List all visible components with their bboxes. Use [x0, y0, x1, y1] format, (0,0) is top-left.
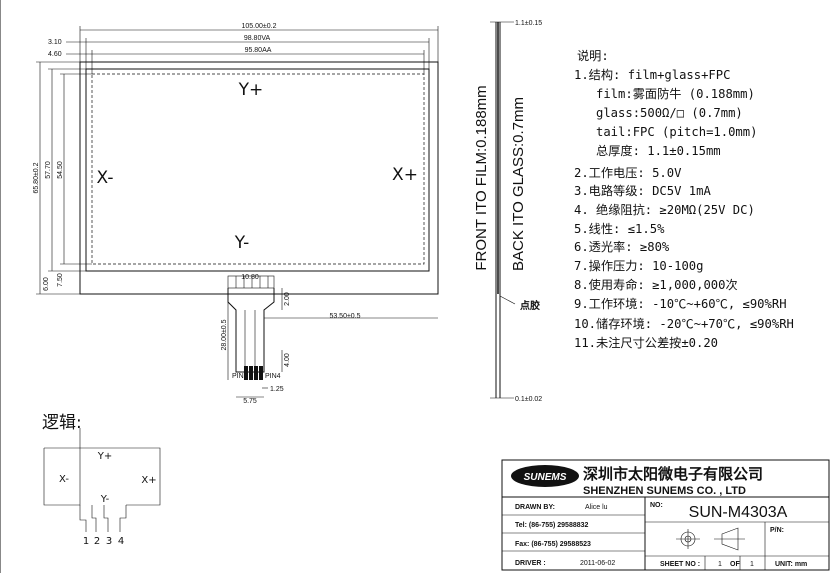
drawn-by-label: DRAWN BY:: [515, 504, 555, 511]
dim-aa-height: 54.50: [57, 161, 64, 179]
active-area: [91, 73, 425, 265]
dim-va-height: 57.70: [45, 161, 52, 179]
logic-title: 逻辑:: [42, 413, 82, 433]
dim-overall-height: 65.80±0.2: [33, 162, 40, 193]
of-label: OF: [730, 561, 740, 568]
logo-text: SUNEMS: [524, 472, 567, 483]
dim-left-offset-inner: 4.60: [48, 51, 62, 58]
dim-fpc-width: 10.80: [241, 274, 259, 281]
note-line: 6.透光率: ≥80%: [574, 239, 670, 254]
pin1-label: PIN1: [232, 373, 248, 380]
dim-top-thickness: 1.1±0.15: [515, 20, 542, 27]
note-line: 7.操作压力: 10-100g: [574, 258, 703, 273]
dim-bottom-inner: 7.50: [57, 273, 64, 287]
dim-pitch: 1.25: [270, 386, 284, 393]
dim-fpc-tail: 4.00: [284, 353, 291, 367]
fpc-tail: 10.80 28.00±0.5 2.00 53.50±0.5 4.00 PIN1…: [221, 270, 438, 405]
drawing-date: 2011-06-02: [580, 560, 615, 567]
tel-text: Tel: (86-755) 29588832: [515, 522, 589, 529]
sheet-label: SHEET NO :: [660, 561, 700, 568]
label-x-minus: X-: [97, 168, 114, 188]
dim-overall-width: 105.00±0.2: [242, 23, 277, 30]
label-y-plus: Y+: [238, 80, 264, 100]
logic-pin: 3: [106, 536, 112, 547]
note-line: 总厚度: 1.1±0.15mm: [574, 143, 721, 158]
unit-label: UNIT: mm: [775, 561, 807, 568]
dim-bottom-thickness: 0.1±0.02: [515, 396, 542, 403]
logic-diagram: 逻辑: Y+ X- X+ Y- 1 2 3 4: [42, 413, 161, 547]
part-number: SUN-M4303A: [689, 504, 788, 521]
projection-symbol: [676, 527, 745, 551]
driver-label: DRIVER :: [515, 560, 546, 567]
note-line: 1.结构: film+glass+FPC: [574, 67, 730, 82]
label-x-plus: X+: [392, 165, 418, 185]
note-line: 2.工作电压: 5.0V: [574, 166, 681, 180]
logic-pin: 1: [83, 536, 89, 547]
left-dimensions: 65.80±0.2 57.70 54.50 6.00 7.50: [33, 61, 92, 295]
note-line: 5.线性: ≤1.5%: [574, 222, 665, 236]
company-name-cn: 深圳市太阳微电子有限公司: [583, 465, 763, 483]
logic-y-minus: Y-: [100, 494, 110, 505]
notes-heading: 说明:: [577, 48, 609, 63]
part-no-label: NO:: [650, 502, 663, 509]
side-view: 1.1±0.15 0.1±0.02 FRONT ITO FILM:0.188mm…: [473, 20, 542, 403]
dim-aa-width: 95.80AA: [245, 47, 272, 54]
note-line: film:雾面防牛 (0.188mm): [574, 86, 755, 101]
note-line: 4. 绝缘阻抗: ≥20MΩ(25V DC): [574, 202, 755, 217]
company-name-en: SHENZHEN SUNEMS CO. , LTD: [583, 485, 746, 497]
label-y-minus: Y-: [234, 233, 250, 253]
logic-y-plus: Y+: [97, 451, 113, 462]
dim-fpc-stiff: 2.00: [284, 292, 291, 306]
top-dimensions: 105.00±0.2 98.80VA 95.80AA 3.10 4.60: [48, 23, 439, 74]
dim-bottom-outer: 6.00: [43, 277, 50, 291]
panel-outline: [79, 61, 439, 295]
dim-fpc-offset: 53.50±0.5: [329, 313, 360, 320]
note-line: 11.未注尺寸公差按±0.20: [574, 335, 718, 350]
fax-text: Fax: (86-755) 29588523: [515, 541, 591, 548]
drawn-by-value: Alice lu: [585, 504, 608, 511]
title-block: SUNEMS 深圳市太阳微电子有限公司 SHENZHEN SUNEMS CO. …: [501, 459, 830, 571]
note-line: 8.使用寿命: ≥1,000,000次: [574, 277, 738, 292]
panel-front-view: Y+ Y- X- X+: [79, 61, 439, 295]
dim-fpc-length: 28.00±0.5: [221, 319, 228, 350]
logic-x-plus: X+: [141, 475, 156, 486]
front-ito-text: FRONT ITO FILM:0.188mm: [473, 85, 490, 270]
notes: 说明: 1.结构: film+glass+FPC film:雾面防牛 (0.18…: [574, 48, 794, 350]
pin4-label: PIN4: [265, 373, 281, 380]
sheet-no: 1: [718, 561, 722, 568]
note-line: 9.工作环境: -10℃~+60℃, ≤90%RH: [574, 296, 787, 311]
logic-x-minus: X-: [59, 474, 69, 485]
note-line: 3.电路等级: DC5V 1mA: [574, 183, 711, 198]
dim-va-width: 98.80VA: [244, 35, 271, 42]
logic-pin: 4: [118, 536, 124, 547]
company-logo: SUNEMS: [511, 465, 579, 487]
note-line: 10.储存环境: -20℃~+70℃, ≤90%RH: [574, 316, 794, 331]
logic-pin: 2: [94, 536, 100, 547]
back-ito-text: BACK ITO GLASS:0.7mm: [510, 97, 527, 271]
note-line: tail:FPC (pitch=1.0mm): [574, 125, 757, 139]
pn-label: P/N:: [770, 527, 784, 534]
sheet-total: 1: [750, 561, 754, 568]
note-line: glass:500Ω/□ (0.7mm): [574, 106, 743, 120]
dim-left-offset-outer: 3.10: [48, 39, 62, 46]
dim-fpc-end: 5.75: [243, 398, 257, 405]
glue-label: 点胶: [520, 299, 540, 312]
